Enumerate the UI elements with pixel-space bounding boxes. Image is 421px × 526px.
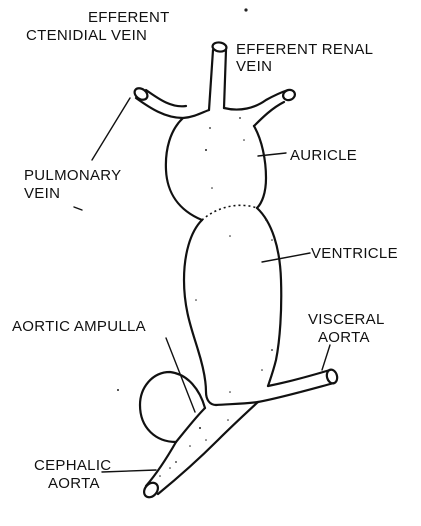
aortic-ampulla-label: AORTIC AMPULLA: [12, 318, 146, 335]
efferent-renal-vein-label-line2: VEIN: [236, 58, 272, 75]
visceral-aorta-vessel: [258, 368, 339, 402]
efferent-ctenidial-vein-label-line1: EFFERENT: [88, 9, 170, 26]
pulmonary-vein-label-line1: PULMONARY: [24, 167, 121, 184]
cephalic-aorta-label-line1: CEPHALIC: [34, 457, 111, 474]
cephalic-aorta-vessel: [141, 402, 258, 500]
visceral-aorta-label-line2: AORTA: [318, 329, 370, 346]
efferent-renal-vein-vessel: [224, 88, 296, 126]
ventricle-chamber: [184, 208, 281, 405]
auricle-chamber: [166, 118, 266, 220]
efferent-ctenidial-vein-label-line2: CTENIDIAL VEIN: [26, 27, 147, 44]
visceral-aorta-label-line1: VISCERAL: [308, 311, 385, 328]
aortic-ampulla-chamber: [140, 372, 205, 442]
pulmonary-vein-label-line2: VEIN: [24, 185, 60, 202]
ventricle-label: VENTRICLE: [311, 245, 398, 262]
stipple-texture: [117, 8, 301, 476]
cephalic-aorta-label-line2: AORTA: [48, 475, 100, 492]
auricle-label: AURICLE: [290, 147, 357, 164]
pulmonary-vein-vessel: [132, 86, 209, 118]
efferent-renal-vein-label-line1: EFFERENT RENAL: [236, 41, 373, 58]
efferent-ctenidial-vein-vessel: [209, 42, 227, 110]
